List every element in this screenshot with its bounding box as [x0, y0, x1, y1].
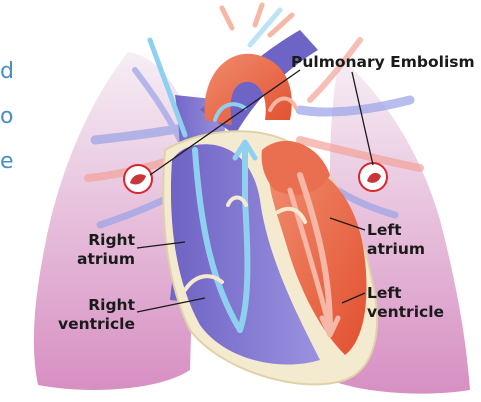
clot-marker-right: [124, 165, 152, 193]
label-right-ventricle: Right: [88, 296, 135, 314]
label-left-atrium: atrium: [367, 240, 425, 258]
label-left-ventricle: ventricle: [367, 303, 444, 321]
label-right-ventricle: ventricle: [58, 315, 135, 333]
cropped-text-fragment: e: [0, 149, 14, 174]
label-right-atrium: Right: [88, 231, 135, 249]
cropped-text-fragment: d: [0, 59, 14, 84]
label-pulmonary-embolism: Pulmonary Embolism: [291, 53, 475, 71]
clot-marker-left: [359, 163, 387, 191]
label-left-ventricle: Left: [367, 284, 402, 302]
label-right-atrium: atrium: [77, 250, 135, 268]
label-left-atrium: Left: [367, 221, 402, 239]
cropped-text-fragment: o: [0, 104, 13, 129]
